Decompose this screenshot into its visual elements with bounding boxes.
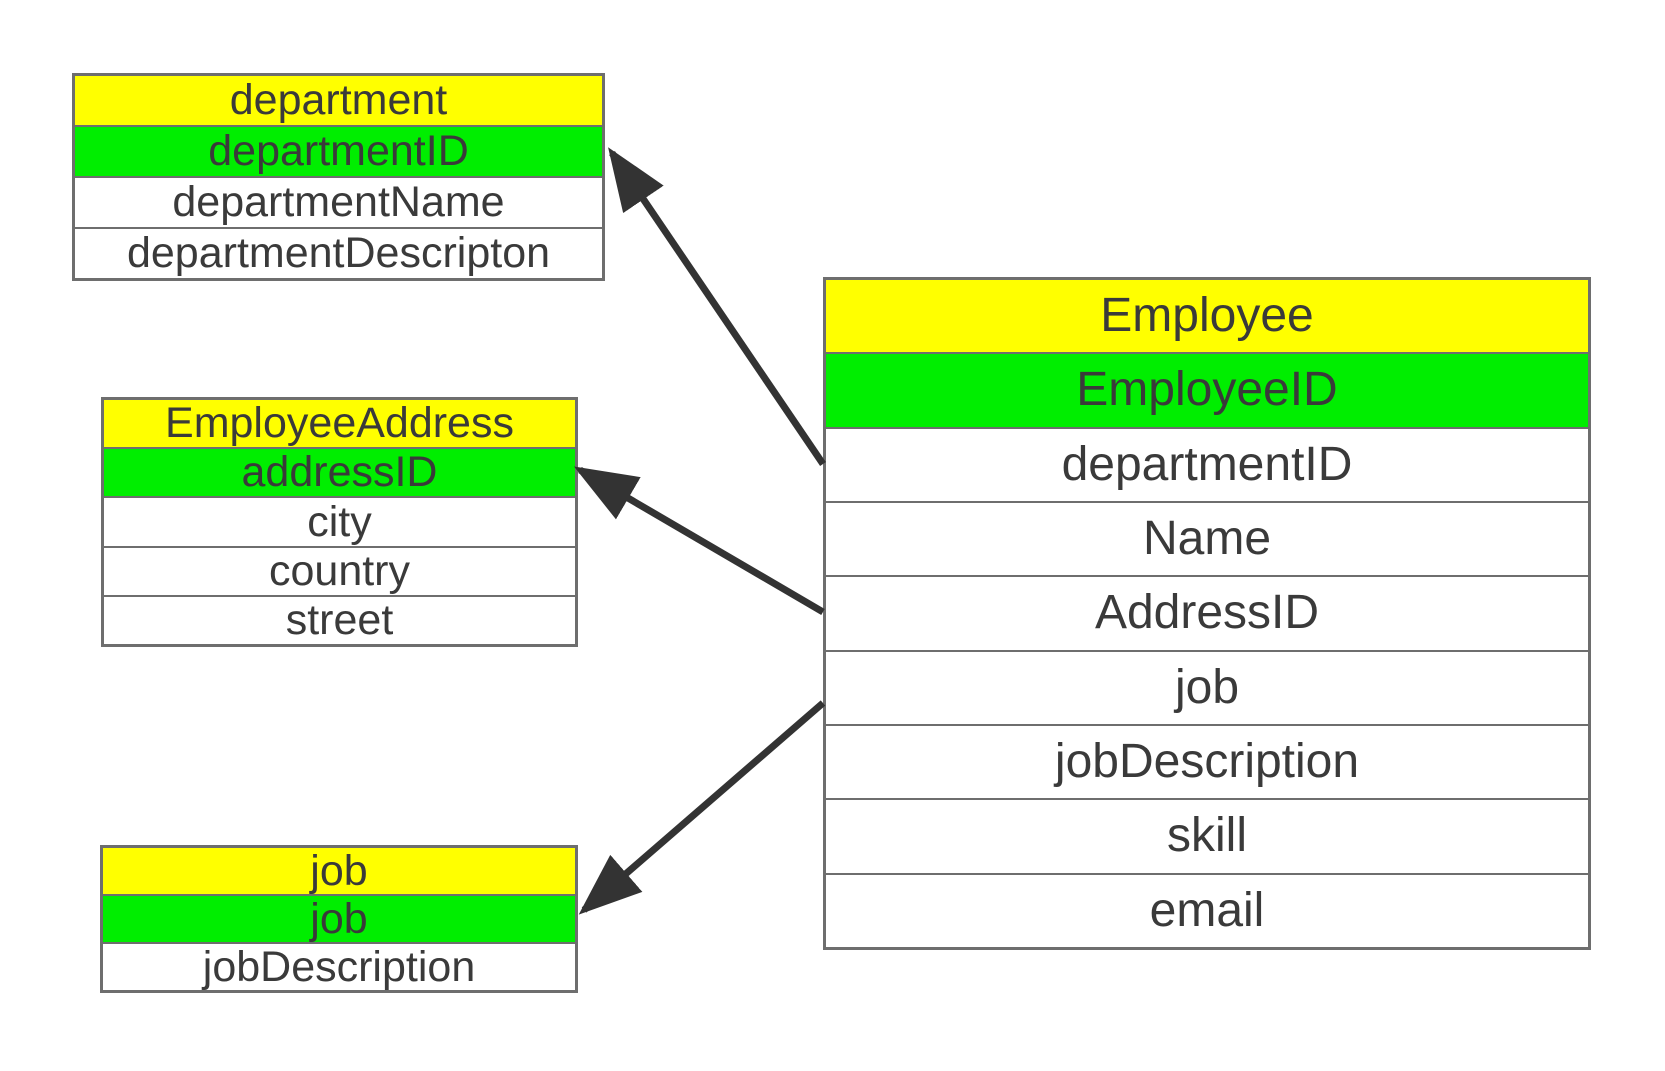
table-employee-address-pk-addressid: addressID bbox=[104, 449, 575, 499]
table-job: job job jobDescription bbox=[100, 845, 578, 993]
arrow-employee-departmentid-to-department bbox=[608, 147, 826, 466]
table-employee-field-addressid: AddressID bbox=[826, 577, 1588, 652]
table-employee-field-email: email bbox=[826, 874, 1588, 947]
table-job-pk-job: job bbox=[103, 896, 575, 944]
arrow-employee-addressid-to-employeeaddress bbox=[573, 466, 825, 616]
table-employee-address-field-street: street bbox=[104, 596, 575, 645]
table-employee-field-jobdescription: jobDescription bbox=[826, 725, 1588, 801]
table-employee-address-field-city: city bbox=[104, 498, 575, 548]
table-employee-address: EmployeeAddress addressID city country s… bbox=[101, 397, 578, 647]
table-department-title: department bbox=[75, 76, 602, 127]
table-job-field-jobdescription: jobDescription bbox=[103, 944, 575, 990]
table-job-title: job bbox=[103, 848, 575, 896]
table-employee-address-title: EmployeeAddress bbox=[104, 400, 575, 450]
arrow-employee-job-to-job bbox=[578, 700, 826, 915]
table-employee-title: Employee bbox=[826, 280, 1588, 355]
table-employee-address-field-country: country bbox=[104, 547, 575, 597]
table-department-pk-departmentid: departmentID bbox=[75, 127, 602, 178]
table-employee-field-departmentid: departmentID bbox=[826, 428, 1588, 503]
table-employee-pk-employeeid: EmployeeID bbox=[826, 354, 1588, 429]
table-employee-field-job: job bbox=[826, 651, 1588, 726]
table-department-field-departmentname: departmentName bbox=[75, 178, 602, 229]
table-department: department departmentID departmentName d… bbox=[72, 73, 605, 281]
table-employee-field-skill: skill bbox=[826, 800, 1588, 875]
table-employee-field-name: Name bbox=[826, 502, 1588, 578]
table-employee: Employee EmployeeID departmentID Name Ad… bbox=[823, 277, 1591, 950]
table-department-field-departmentdescripton: departmentDescripton bbox=[75, 229, 602, 278]
